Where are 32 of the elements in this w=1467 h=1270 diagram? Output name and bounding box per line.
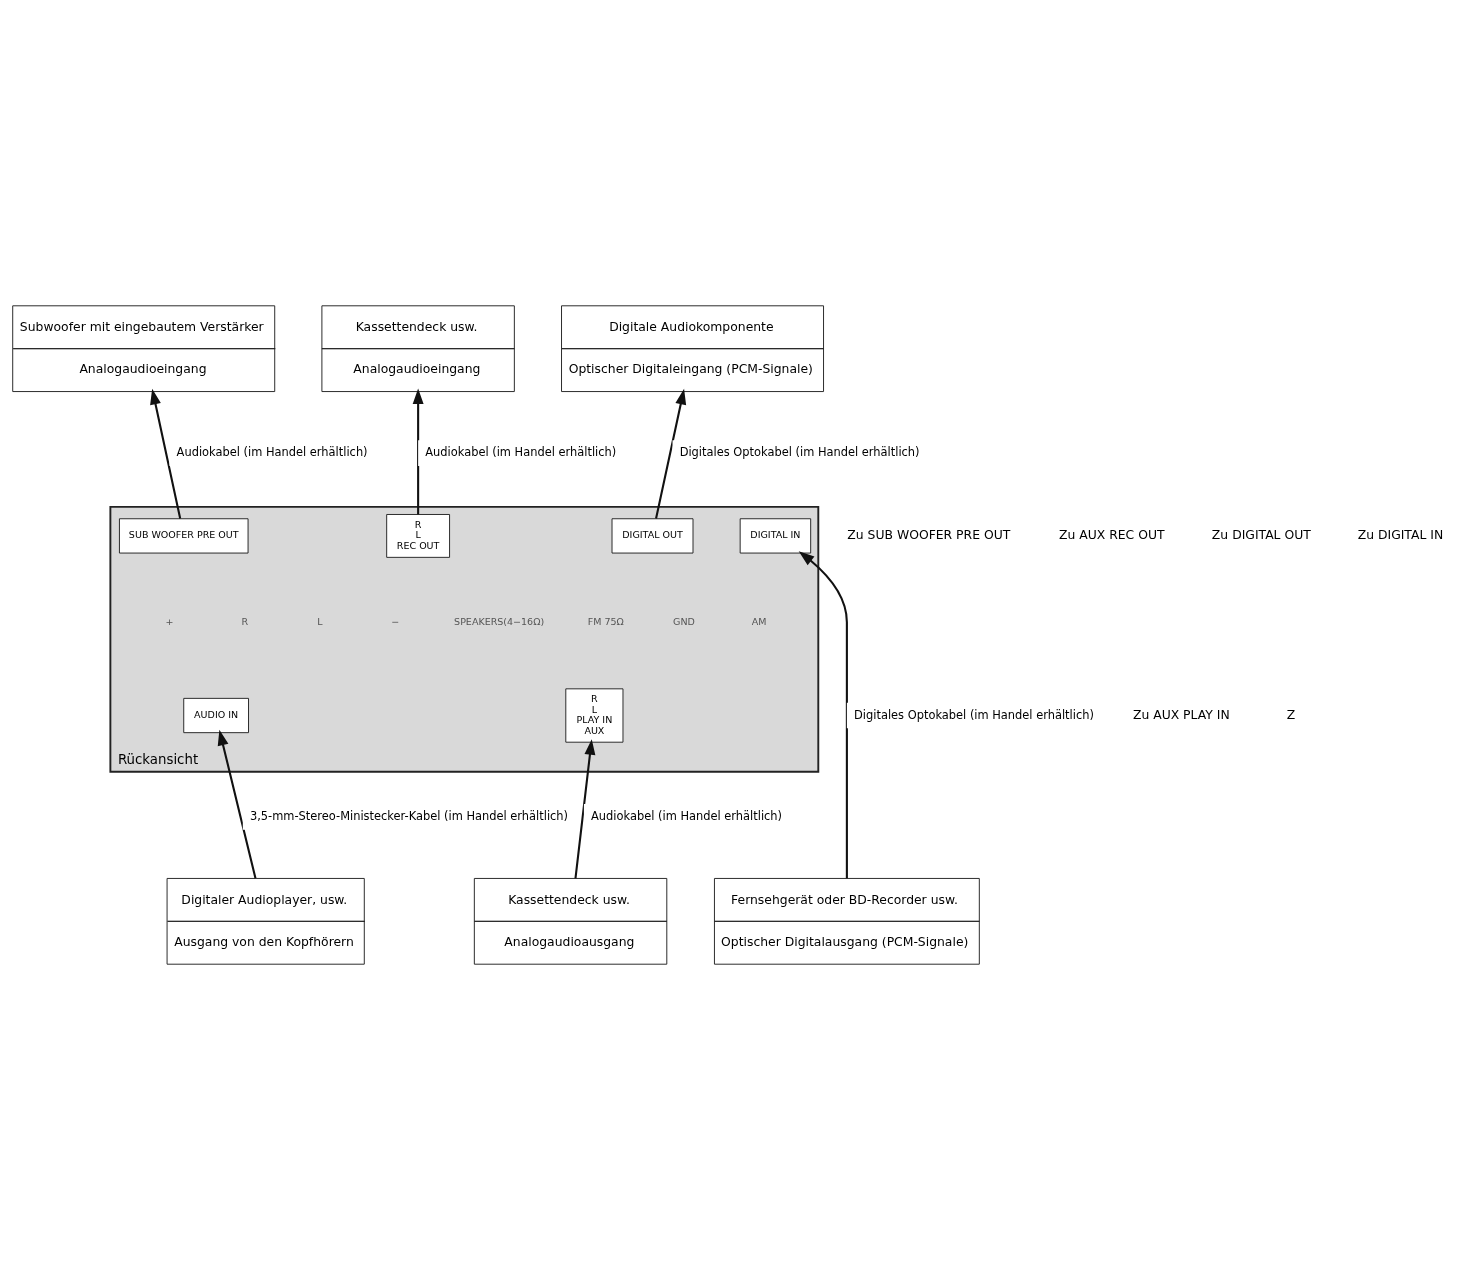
node-box: R L REC OUT <box>386 514 451 558</box>
label: FM 75Ω <box>587 616 624 628</box>
arrow <box>798 551 848 879</box>
label: L <box>317 616 323 628</box>
arrow <box>150 388 182 519</box>
node-box: AUDIO IN <box>183 697 249 734</box>
label: Z <box>1286 707 1296 722</box>
label: + <box>165 616 174 628</box>
edge-label: Digitales Optokabel (im Handel erhältlich) <box>854 707 1094 722</box>
label: − <box>391 616 400 628</box>
edge-label: Audiokabel (im Handel erhältlich) <box>425 445 617 460</box>
edge-label: Audiokabel (im Handel erhältlich) <box>176 445 368 460</box>
arrow <box>574 739 596 879</box>
label: Zu DIGITAL IN <box>1357 528 1444 543</box>
node-box: DIGITAL OUT <box>611 518 694 554</box>
node-box: DIGITAL IN <box>739 518 812 554</box>
label: SPEAKERS(4−16Ω) <box>454 616 545 628</box>
edge-label: Digitales Optokabel (im Handel erhältlich) <box>679 445 920 460</box>
edge-label: Audiokabel (im Handel erhältlich) <box>591 809 783 824</box>
label: Zu DIGITAL OUT <box>1211 528 1311 543</box>
label: AM <box>751 616 767 628</box>
arrow <box>655 388 687 519</box>
label: R <box>241 616 249 628</box>
label: GND <box>673 616 695 628</box>
label: Zu AUX REC OUT <box>1058 528 1165 543</box>
edge-label: 3,5-mm-Stereo-Ministecker-Kabel (im Handel erhältlich) <box>249 809 569 824</box>
node-box: SUB WOOFER PRE OUT <box>118 518 249 554</box>
arrow <box>217 729 257 879</box>
label: Zu SUB WOOFER PRE OUT <box>847 528 1011 543</box>
node-box: R L PLAY IN AUX <box>565 688 624 743</box>
arrow <box>412 388 424 515</box>
label: Zu AUX PLAY IN <box>1132 707 1230 722</box>
